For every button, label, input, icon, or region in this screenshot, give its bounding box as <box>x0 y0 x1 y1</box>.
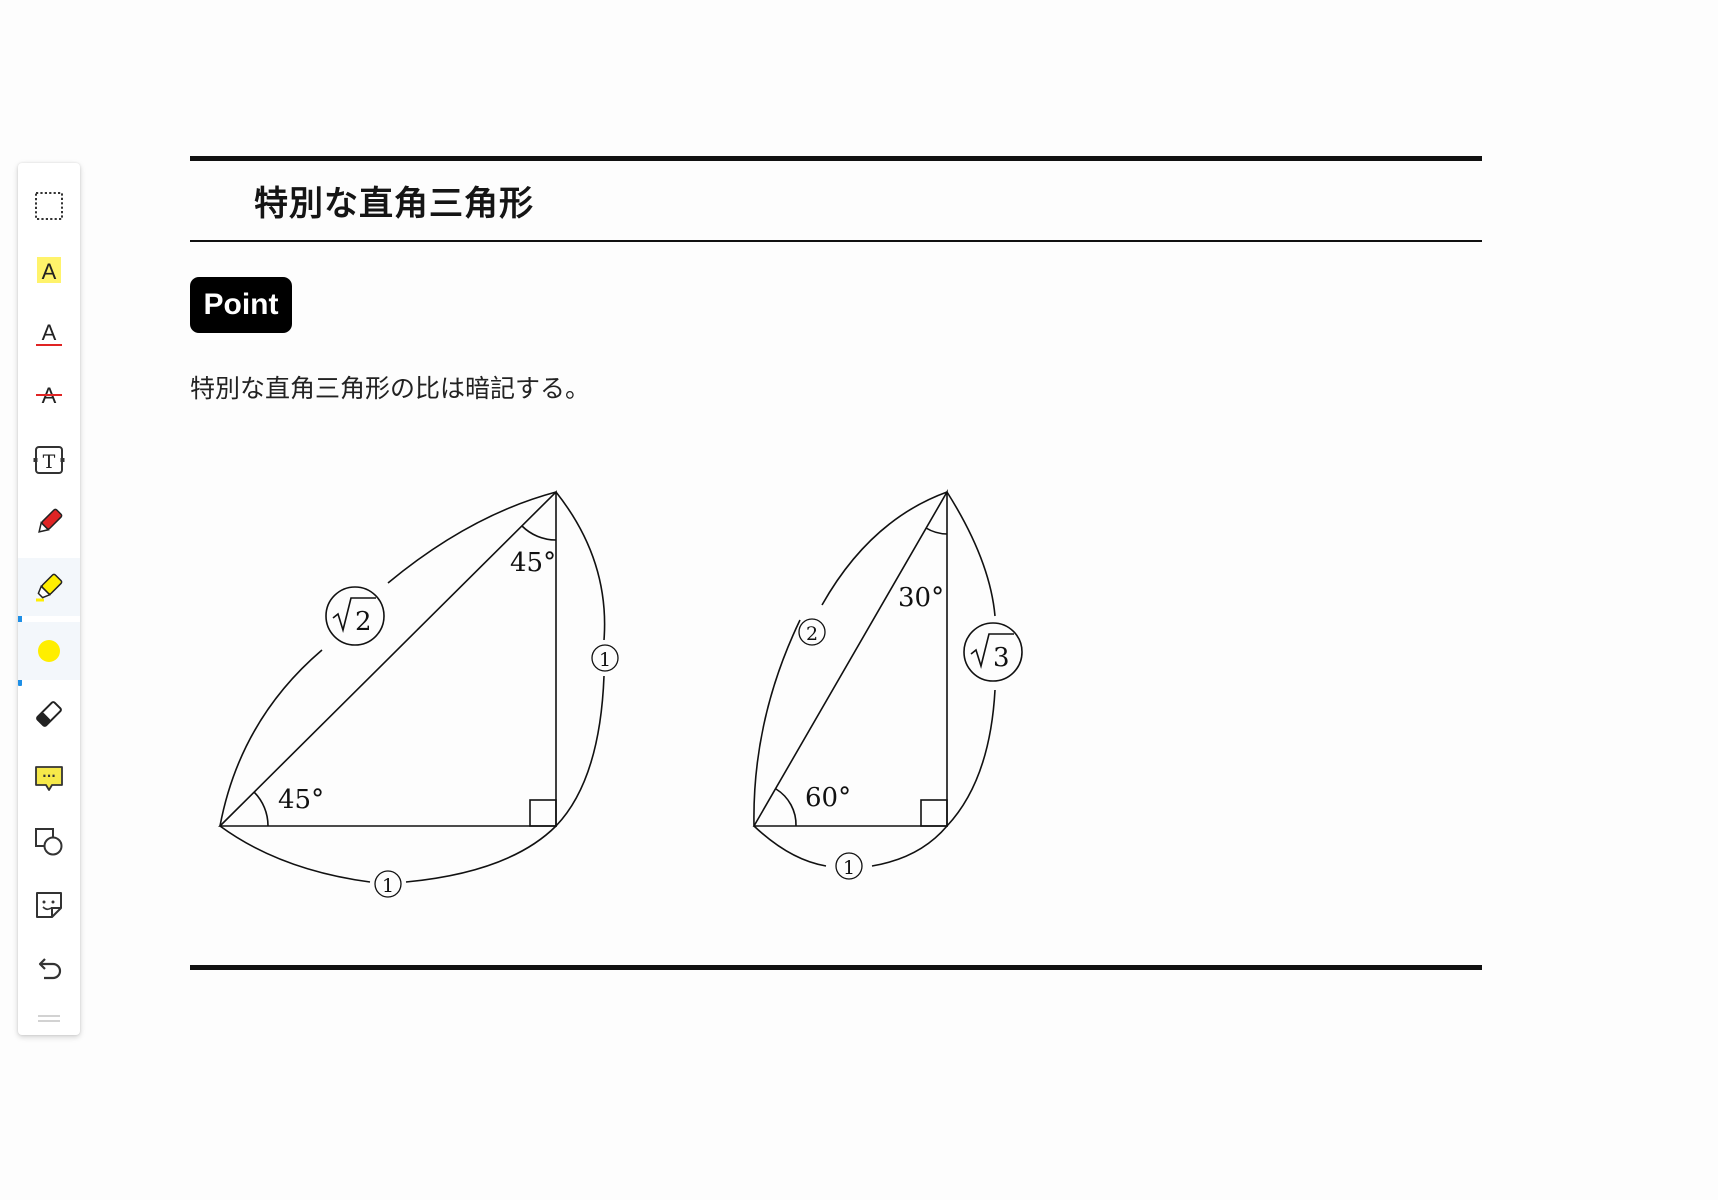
triangle-45-base-arc-left <box>219 825 371 883</box>
triangle-45-bottom-angle-arc <box>253 791 269 827</box>
comment-icon: ··· <box>35 766 63 791</box>
triangle-45-vertical-label: 1 <box>591 644 619 672</box>
undo-button[interactable] <box>18 940 80 998</box>
text-box-tool[interactable]: T <box>18 431 80 489</box>
svg-text:2: 2 <box>355 607 372 637</box>
bottom-rule <box>190 965 1482 970</box>
triangle-45-hypotenuse-label: 2 <box>325 586 385 646</box>
triangle-45-vert-arc-upper <box>555 491 606 641</box>
triangle-3060-vert-arc-lower <box>946 689 996 827</box>
highlighter-icon <box>36 573 63 602</box>
triangle-3060-angle-bottom: 60° <box>805 783 851 813</box>
triangle-3060-base-arc-right <box>871 825 948 867</box>
pen-icon <box>38 508 63 533</box>
top-rule <box>190 156 1482 161</box>
pen-tool[interactable] <box>18 493 80 551</box>
comment-tool[interactable]: ··· <box>18 749 80 807</box>
triangle-3060-vert-arc-upper <box>946 491 996 617</box>
triangle-3060-base-label: 1 <box>835 852 863 880</box>
sticker-tool[interactable] <box>18 876 80 934</box>
strikethrough-a-icon: A <box>36 383 62 408</box>
strikethrough-text-tool[interactable]: A <box>18 366 80 424</box>
triangle-3060-hypotenuse-label: 2 <box>798 618 826 646</box>
shape-tool[interactable] <box>18 813 80 871</box>
eraser-icon <box>36 701 62 727</box>
svg-text:1: 1 <box>599 649 611 671</box>
triangle-3060-hyp-arc-lower <box>753 619 801 827</box>
color-picker[interactable] <box>18 622 80 680</box>
highlighter-tool[interactable] <box>18 558 80 616</box>
underline-a-icon: A <box>36 320 62 346</box>
svg-text:A: A <box>42 320 57 345</box>
triangle-45-vert-arc-lower <box>555 675 605 827</box>
sticker-icon <box>36 892 62 918</box>
triangle-45-hyp-arc-upper <box>387 491 557 584</box>
triangle-45-right-angle-mark <box>529 799 557 827</box>
highlight-a-icon: A <box>37 257 61 284</box>
svg-text:···: ··· <box>42 769 56 783</box>
triangle-3060-shape <box>752 489 948 827</box>
undo-icon <box>38 958 62 980</box>
eraser-tool[interactable] <box>18 685 80 743</box>
toolbar-drag-handle[interactable] <box>38 1015 60 1023</box>
triangle-45-base-label: 1 <box>374 870 402 898</box>
triangle-45-angle-bottom: 45° <box>278 785 324 815</box>
triangle-3060-top-angle-arc <box>925 527 948 535</box>
highlight-text-tool[interactable]: A <box>18 241 80 299</box>
triangle-45-shape <box>218 490 557 827</box>
triangle-3060-bottom-angle-arc <box>775 788 797 827</box>
triangle-3060-hyp-arc-upper <box>821 491 948 606</box>
shapes-icon <box>35 828 63 856</box>
triangle-45-hyp-arc-lower <box>219 649 323 827</box>
svg-text:T: T <box>43 451 56 473</box>
color-dot-icon <box>38 640 60 662</box>
svg-text:2: 2 <box>806 623 818 645</box>
svg-text:3: 3 <box>993 643 1010 673</box>
svg-text:1: 1 <box>382 875 394 897</box>
triangle-3060-angle-top: 30° <box>898 583 944 613</box>
triangle-3060-right-angle-mark <box>920 799 948 827</box>
triangle-45-base-arc-right <box>405 825 557 883</box>
svg-text:1: 1 <box>843 857 855 879</box>
triangle-45-angle-top: 45° <box>510 548 556 578</box>
triangle-3060-vertical-label: 3 <box>963 622 1023 682</box>
annotation-toolbar: A A A T <box>18 163 80 1035</box>
point-text: 特別な直角三角形の比は暗記する。 <box>190 374 591 403</box>
triangle-45-top-angle-arc <box>521 525 557 541</box>
text-box-icon: T <box>33 446 65 474</box>
title-underline <box>190 240 1482 242</box>
svg-text:A: A <box>42 259 57 284</box>
page-title: 特別な直角三角形 <box>254 184 534 224</box>
triangle-3060-base-arc-left <box>753 825 827 867</box>
underline-text-tool[interactable]: A <box>18 304 80 362</box>
point-badge: Point <box>190 277 292 333</box>
